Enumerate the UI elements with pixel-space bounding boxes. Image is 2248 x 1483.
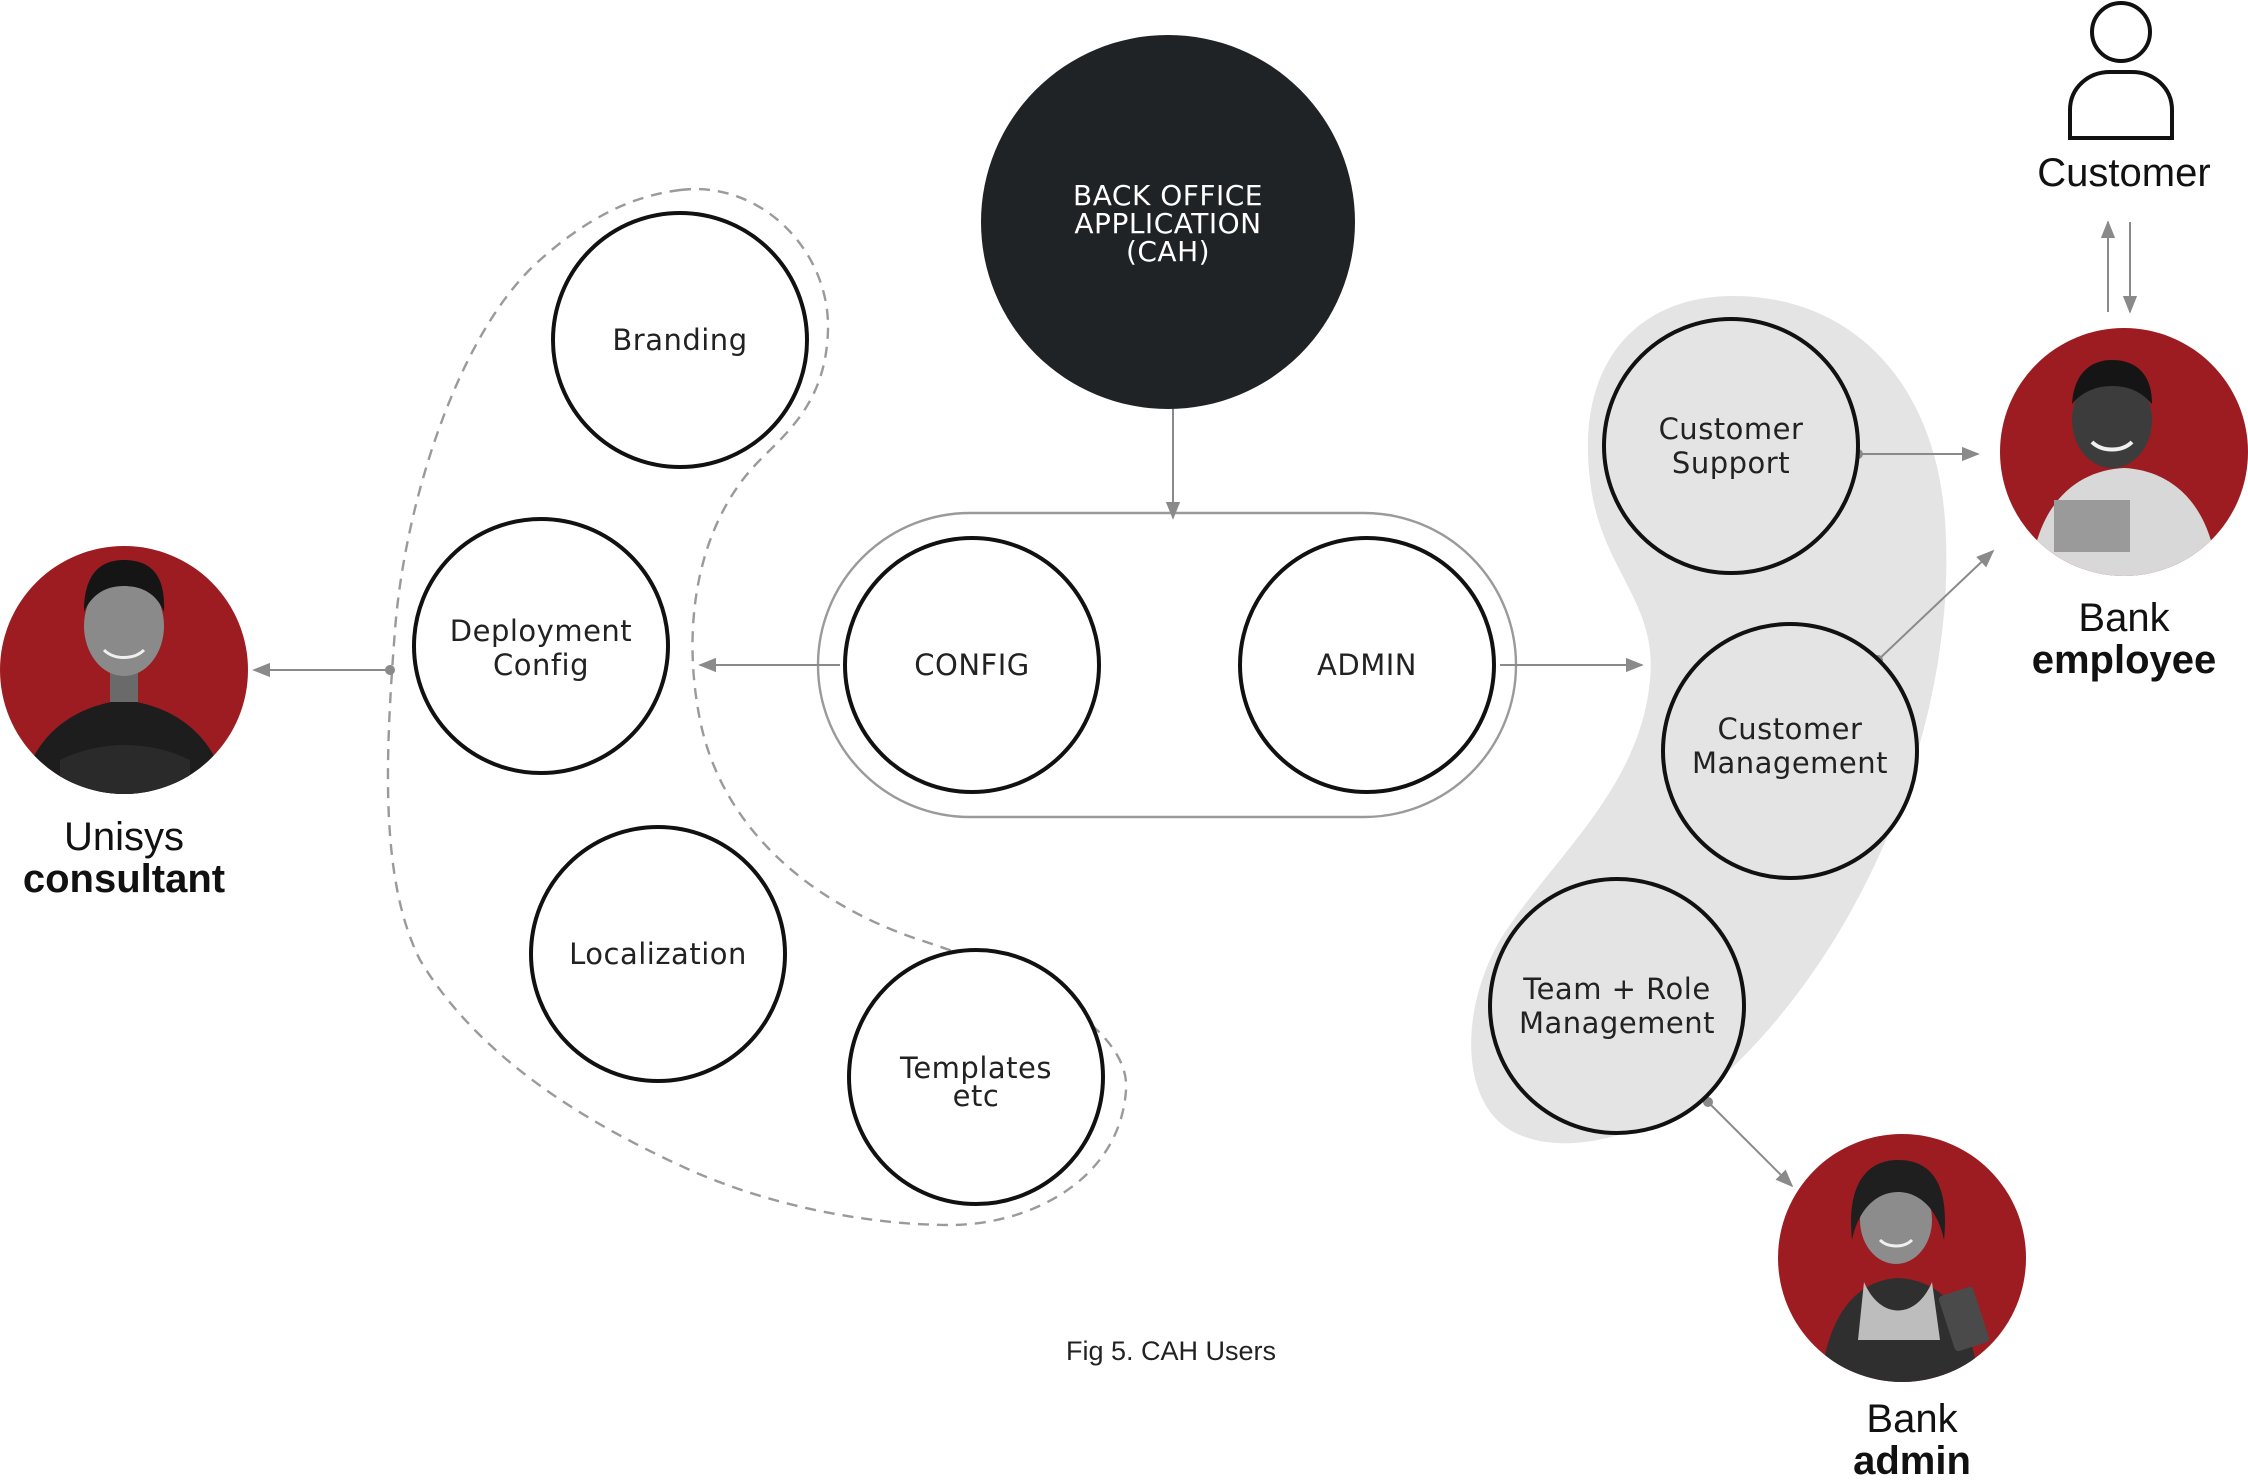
employee-label-org: Bank <box>2078 596 2170 640</box>
arrow-team-to-admin <box>1707 1101 1794 1188</box>
customer-support-label: Customer Support <box>1658 412 1804 480</box>
bank-admin-label-org: Bank <box>1866 1397 1958 1441</box>
customer-support-node <box>1602 317 1860 575</box>
customer-management-node <box>1661 622 1919 880</box>
branding-node <box>551 211 809 469</box>
consultant-avatar <box>0 546 248 794</box>
deployment-config-label: Deployment Config <box>449 614 633 682</box>
localization-label: Localization <box>569 937 747 971</box>
bank-admin-label-role: admin <box>1853 1439 1971 1483</box>
admin-label: ADMIN <box>1317 648 1417 682</box>
config-label: CONFIG <box>914 648 1030 682</box>
customer-management-label: Customer Management <box>1691 712 1889 780</box>
admin-avatar <box>1778 1134 2026 1382</box>
back-office-label: BACK OFFICE APPLICATION (CAH) <box>1073 179 1263 268</box>
config-group-dashed-outline <box>386 187 1128 1227</box>
deployment-config-node <box>412 517 670 775</box>
config-node <box>843 536 1101 794</box>
employee-avatar <box>2000 328 2248 576</box>
branding-label: Branding <box>612 323 748 357</box>
admin-node <box>1238 536 1496 794</box>
consultant-label: Unisys consultant <box>4 816 244 900</box>
consultant-label-org: Unisys <box>63 815 185 859</box>
employee-label: Bank employee <box>2004 597 2244 681</box>
connector-dot-consultant <box>385 665 395 675</box>
templates-node <box>847 948 1105 1206</box>
team-role-node <box>1488 877 1746 1135</box>
team-role-label: Team + Role Management <box>1518 972 1716 1040</box>
consultant-label-role: consultant <box>22 857 226 901</box>
customer-user-icon <box>2068 1 2174 140</box>
customer-label: Customer <box>2037 151 2211 195</box>
templates-label: Templates etc <box>900 1051 1052 1113</box>
bank-admin-label: Bank admin <box>1792 1398 2032 1482</box>
arrow-management-to-employee <box>1877 549 1995 661</box>
figure-caption: Fig 5. CAH Users <box>1066 1336 1277 1366</box>
localization-node <box>529 825 787 1083</box>
employee-label-role: employee <box>2031 638 2217 682</box>
back-office-node <box>981 35 1355 409</box>
